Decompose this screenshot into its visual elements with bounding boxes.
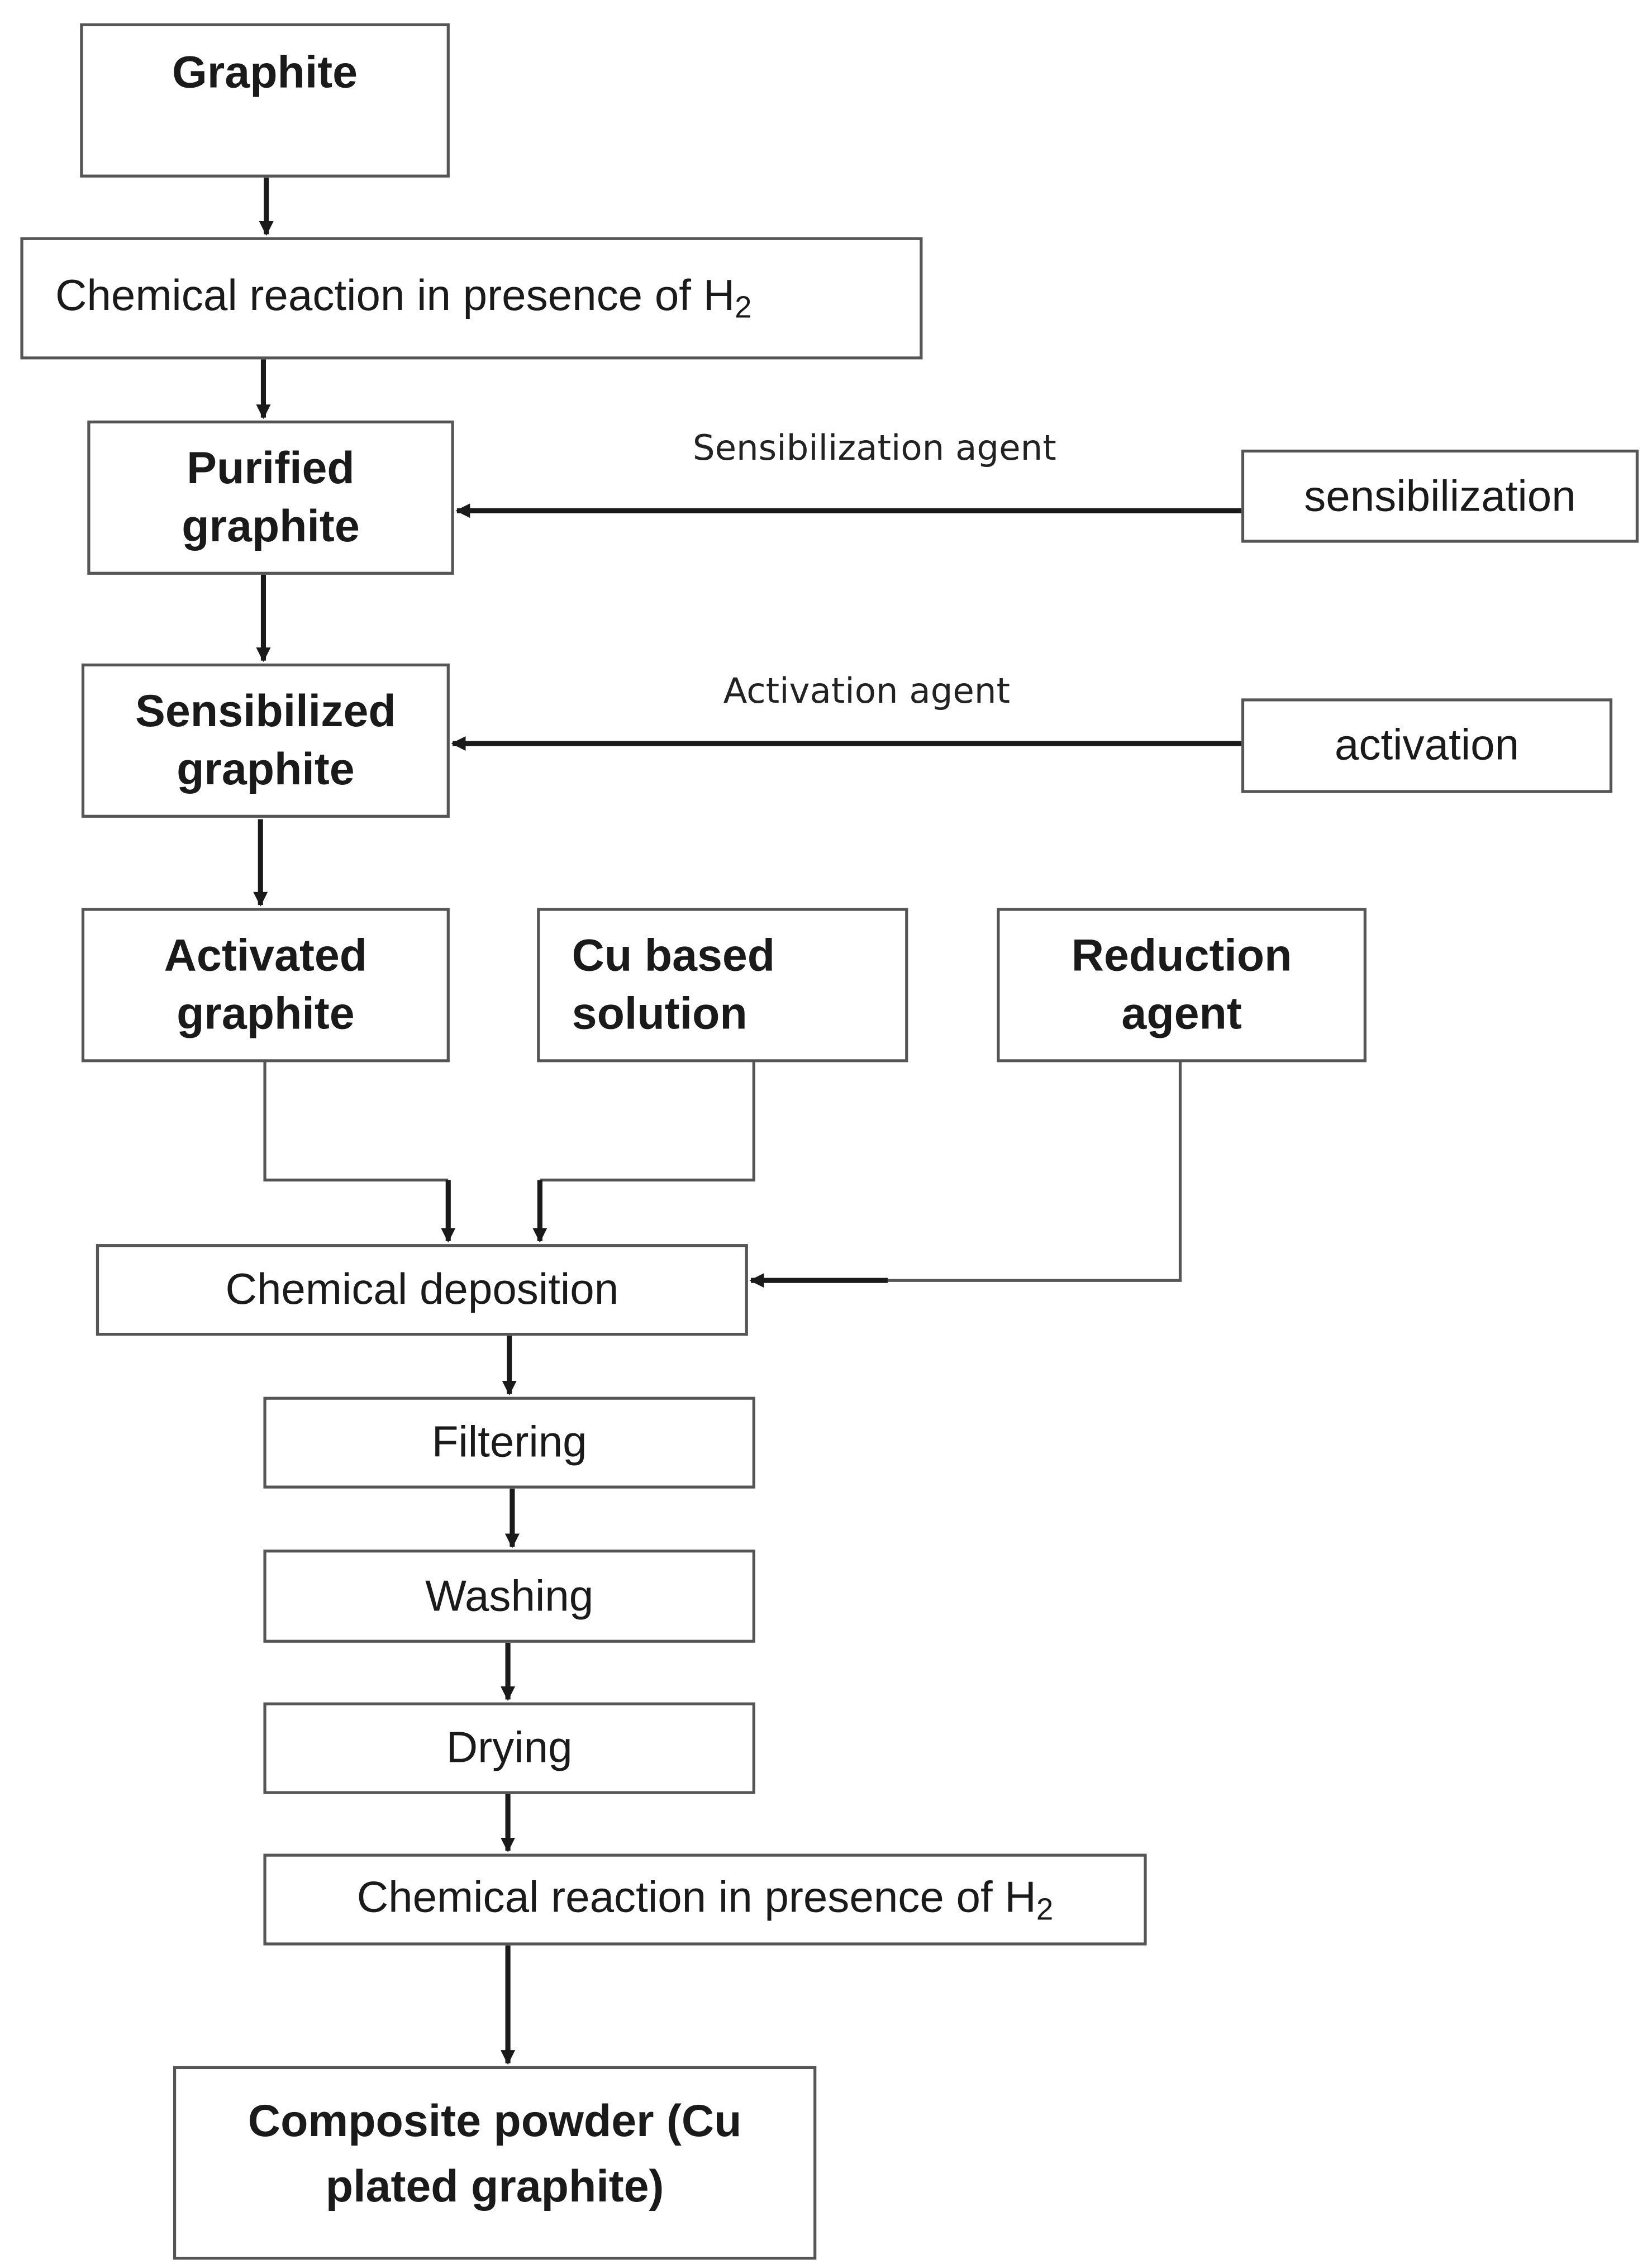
node-reaction-h2-1: Chemical reaction in presence of H2 — [20, 237, 923, 360]
node-composite-powder-label: Composite powder (Cu plated graphite) — [247, 2095, 742, 2212]
node-cu-based-solution: Cu based solution — [537, 908, 908, 1062]
node-reaction-h2-1-text: Chemical reaction in presence of H — [55, 272, 735, 321]
edge-label-activation-agent: Activation agent — [723, 670, 1011, 712]
node-reaction-h2-1-subscript: 2 — [735, 292, 752, 326]
edge-label-sensibilization-agent: Sensibilization agent — [692, 427, 1056, 469]
node-filtering: Filtering — [263, 1396, 755, 1489]
node-reduction-agent: Reduction agent — [997, 908, 1367, 1062]
node-reaction-h2-2-text: Chemical reaction in presence of H — [356, 1874, 1036, 1922]
node-sensibilized-graphite-label: Sensibilized graphite — [135, 685, 396, 795]
node-graphite-label: Graphite — [172, 46, 358, 98]
node-reaction-h2-2: Chemical reaction in presence of H2 — [263, 1853, 1147, 1946]
node-activation-label: activation — [1334, 721, 1520, 770]
node-filtering-label: Filtering — [431, 1418, 587, 1467]
node-graphite: Graphite — [80, 23, 450, 178]
node-cu-based-solution-label: Cu based solution — [572, 929, 775, 1039]
node-activated-graphite: Activated graphite — [81, 908, 450, 1062]
node-sensibilized-graphite: Sensibilized graphite — [81, 663, 450, 818]
node-composite-powder: Composite powder (Cu plated graphite) — [173, 2066, 817, 2260]
node-reduction-agent-label: Reduction agent — [1071, 929, 1292, 1039]
connector-cu-solution-to-deposition — [540, 1062, 755, 1182]
node-activation: activation — [1241, 698, 1613, 793]
node-reaction-h2-2-subscript: 2 — [1036, 1893, 1054, 1927]
node-reaction-h2-1-label: Chemical reaction in presence of H2 — [55, 268, 752, 328]
node-reaction-h2-2-label: Chemical reaction in presence of H2 — [357, 1869, 1054, 1929]
node-sensibilization: sensibilization — [1241, 449, 1639, 543]
node-washing: Washing — [263, 1550, 755, 1643]
node-drying-label: Drying — [446, 1724, 573, 1772]
node-chemical-deposition-label: Chemical deposition — [225, 1266, 619, 1314]
connector-activated-to-deposition — [263, 1062, 449, 1182]
node-chemical-deposition: Chemical deposition — [96, 1244, 748, 1336]
connector-reduction-to-deposition — [887, 1062, 1182, 1282]
node-activated-graphite-label: Activated graphite — [164, 929, 368, 1039]
node-sensibilization-label: sensibilization — [1304, 472, 1576, 521]
node-washing-label: Washing — [425, 1572, 594, 1620]
node-purified-graphite: Purified graphite — [87, 420, 454, 575]
node-purified-graphite-label: Purified graphite — [182, 442, 360, 552]
node-drying: Drying — [263, 1702, 755, 1794]
